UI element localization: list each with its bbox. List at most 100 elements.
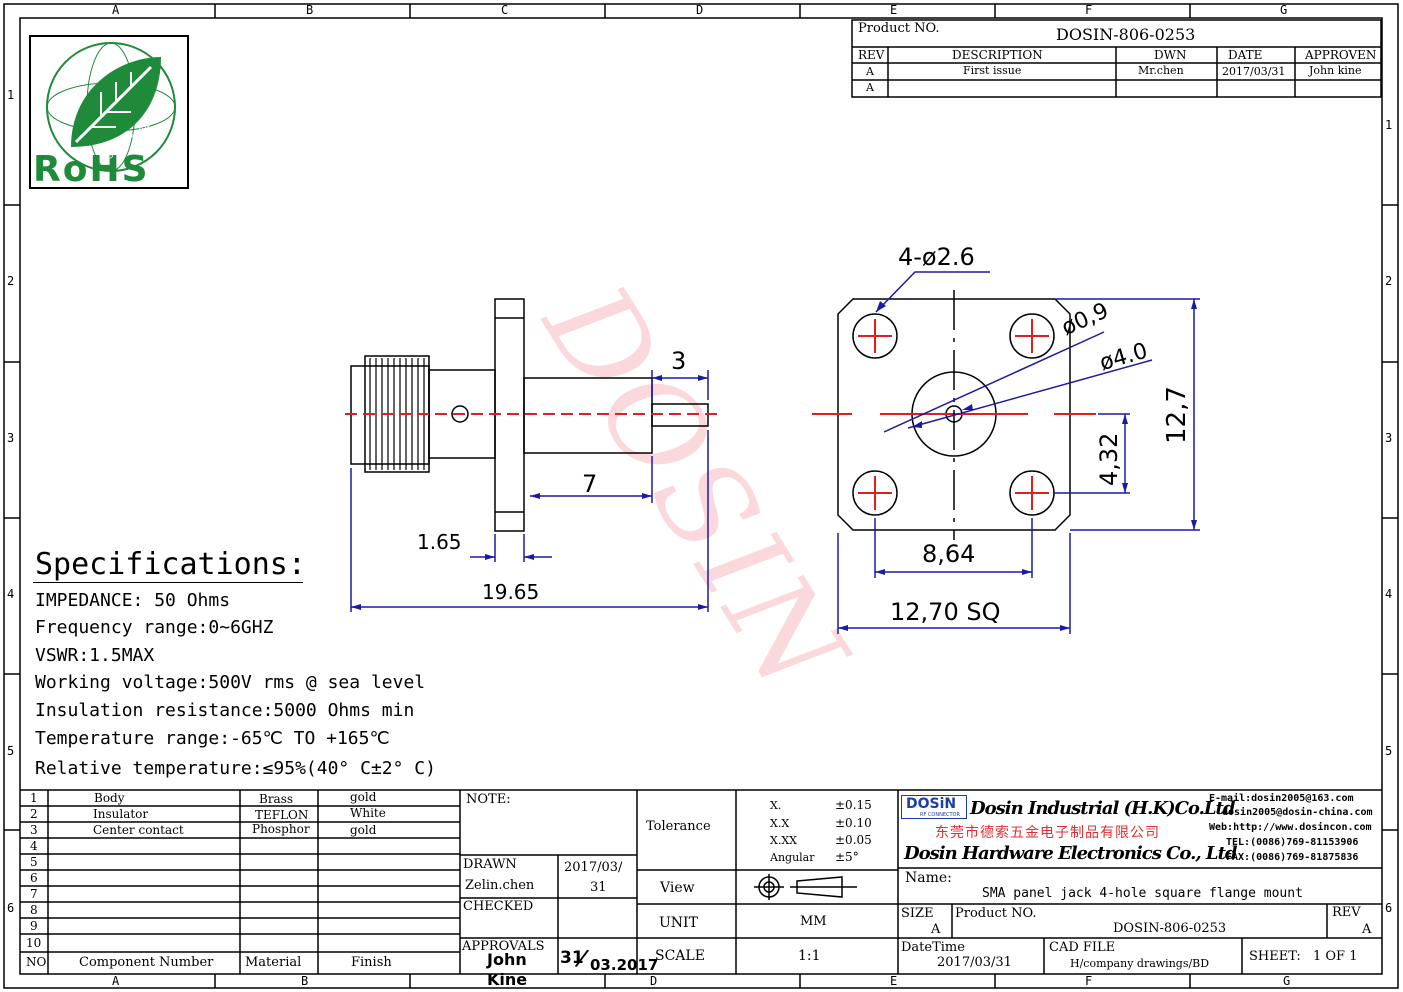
- row-label-6: 6: [7, 901, 15, 915]
- dim-3: 3: [671, 347, 687, 375]
- row-label-4-right: 4: [1385, 587, 1393, 601]
- title-sheet: 1 OF 1: [1313, 949, 1358, 964]
- bom-row6-no: 6: [30, 871, 38, 885]
- row-label-2: 2: [7, 274, 15, 288]
- col-label-g-bottom: G: [1283, 974, 1291, 988]
- spec-relative-temperature: Relative temperature:≤95%(40° C±2° C): [35, 758, 436, 779]
- header-product-no: DOSIN-806-0253: [1056, 25, 1196, 44]
- bom-row10-no: 10: [26, 936, 42, 950]
- bom-row9-no: 9: [30, 919, 38, 933]
- col-label-e-bottom: E: [890, 974, 898, 988]
- scale-label: SCALE: [655, 948, 705, 964]
- tolerance-key-3: X.XX: [770, 834, 797, 847]
- title-product-no: DOSIN-806-0253: [1113, 921, 1227, 936]
- bom-row2-material: TEFLON: [255, 808, 309, 822]
- specs-title: Specifications:: [35, 547, 306, 582]
- title-datetime: 2017/03/31: [937, 955, 1012, 970]
- bom-row5-no: 5: [30, 855, 38, 869]
- col-label-d-bottom: D: [650, 974, 658, 988]
- col-label-a-bottom: A: [112, 974, 120, 988]
- title-rev-label: REV: [1332, 905, 1361, 920]
- tolerance-key-2: X.X: [770, 817, 790, 830]
- row-label-3: 3: [7, 431, 15, 445]
- row-label-6-right: 6: [1385, 901, 1393, 915]
- company-email2: dosin2005@dosin-china.com: [1222, 807, 1373, 818]
- title-name: SMA panel jack 4-hole square flange moun…: [982, 886, 1303, 901]
- dim-8-64: 8,64: [922, 540, 976, 568]
- col-label-f: F: [1085, 3, 1093, 17]
- company-name-en2: Dosin Hardware Electronics Co., Ltd: [904, 843, 1237, 864]
- col-label-a: A: [112, 3, 120, 17]
- dim-19-65: 19.65: [482, 580, 540, 604]
- col-label-b-bottom: B: [301, 974, 309, 988]
- bom-row3-no: 3: [30, 823, 38, 837]
- bom-row3-component: Center contact: [93, 823, 184, 837]
- company-fax: FAX:(0086)769-81875836: [1226, 852, 1359, 863]
- title-product-no-label: Product NO.: [955, 906, 1037, 921]
- bom-row3-finish: gold: [350, 823, 377, 837]
- header-dwn-label: DWN: [1154, 48, 1187, 62]
- spec-working-voltage: Working voltage:500V rms @ sea level: [35, 672, 426, 693]
- spec-impedance: IMPEDANCE: 50 Ohms: [35, 590, 231, 611]
- title-rev: A: [1362, 922, 1372, 937]
- drawn-date-b: 31: [590, 880, 607, 895]
- col-label-f-bottom: F: [1085, 974, 1093, 988]
- header-approven-label: APPROVEN: [1305, 48, 1377, 62]
- leaf-icon: [46, 42, 176, 172]
- tolerance-val-3: ±0.05: [835, 833, 872, 847]
- drawn-date-a: 2017/03/: [564, 860, 623, 875]
- tolerance-key-4: Angular: [770, 851, 815, 864]
- header-row1-rev: A: [866, 65, 874, 78]
- bom-row7-no: 7: [30, 887, 38, 901]
- col-label-g: G: [1280, 3, 1288, 17]
- tolerance-val-1: ±0.15: [835, 798, 872, 812]
- approvals-date-b: 03.2017: [590, 956, 659, 974]
- rohs-text: RoHS: [33, 149, 150, 190]
- unit-label: UNIT: [659, 915, 698, 931]
- title-name-label: Name:: [905, 870, 952, 886]
- unit-value: MM: [800, 914, 827, 929]
- title-cad-label: CAD FILE: [1049, 940, 1116, 955]
- bom-row1-finish: gold: [350, 790, 377, 804]
- row-label-1-right: 1: [1385, 118, 1393, 132]
- dosin-logo: DOSiN RF CONNECTOR: [901, 795, 967, 819]
- bom-row4-no: 4: [30, 839, 38, 853]
- title-cad: H/company drawings/BD: [1070, 957, 1210, 970]
- checked-label: CHECKED: [463, 899, 534, 914]
- header-row2-rev: A: [866, 81, 874, 94]
- bom-row2-finish: White: [350, 806, 386, 820]
- title-size: A: [931, 922, 941, 937]
- tolerance-val-4: ±5°: [835, 850, 859, 864]
- spec-temperature: Temperature range:-65℃ TO +165℃: [35, 728, 390, 749]
- spec-insulation: Insulation resistance:5000 Ohms min: [35, 700, 415, 721]
- note-label: NOTE:: [466, 792, 511, 807]
- row-label-1: 1: [7, 88, 15, 102]
- col-label-b: B: [306, 3, 314, 17]
- col-label-e: E: [890, 3, 898, 17]
- approvals-name-a: John: [487, 950, 527, 969]
- tolerance-label: Tolerance: [646, 819, 711, 834]
- scale-value: 1:1: [798, 948, 821, 964]
- company-name-cn: 东莞市德索五金电子制品有限公司: [935, 825, 1160, 841]
- header-description-label: DESCRIPTION: [952, 48, 1043, 62]
- approvals-label: APPROVALS: [462, 939, 545, 954]
- dim-4-holes: 4-ø2.6: [898, 243, 975, 271]
- bom-row1-material: Brass: [259, 792, 294, 806]
- bom-row2-no: 2: [30, 807, 38, 821]
- row-label-3-right: 3: [1385, 431, 1393, 445]
- bom-row1-component: Body: [94, 791, 125, 805]
- tolerance-val-2: ±0.10: [835, 816, 872, 830]
- specs-title-underline: [33, 582, 303, 583]
- dim-12-70-sq: 12,70 SQ: [890, 598, 1001, 626]
- bom-header-material: Material: [245, 955, 302, 970]
- header-rev-label: REV: [858, 48, 885, 62]
- title-size-label: SIZE: [901, 906, 934, 921]
- header-row1-description: First issue: [963, 64, 1022, 77]
- header-date-label: DATE: [1228, 48, 1263, 62]
- col-label-d: D: [696, 3, 704, 17]
- company-name-en: Dosin Industrial (H.K)Co.Ltd: [970, 798, 1235, 819]
- view-label: View: [660, 880, 695, 896]
- dim-7: 7: [582, 470, 598, 498]
- company-email: E-mail:dosin2005@163.com: [1209, 793, 1354, 804]
